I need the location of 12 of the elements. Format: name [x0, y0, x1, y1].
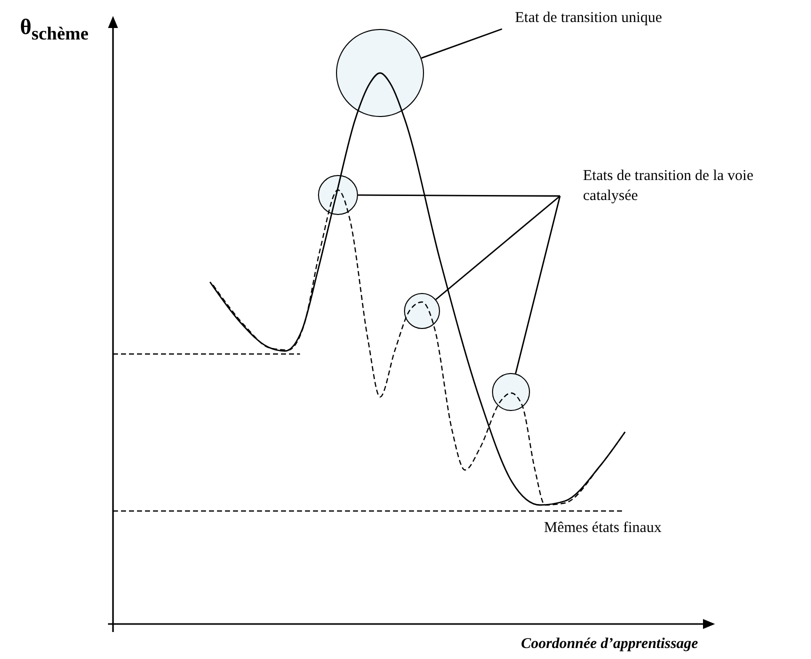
transition-state-circle: [492, 373, 530, 411]
callout-text: Etat de transition unique: [515, 9, 664, 28]
transition-state-circle: [404, 293, 440, 329]
leader-line: [421, 28, 502, 59]
transition-state-circle: [318, 175, 358, 215]
callout-text: Etats de transition de la voie catalysée: [583, 167, 754, 206]
annotation-text: Mêmes états finaux: [544, 520, 662, 537]
axis-label: θ$_{schème}$: [20, 14, 88, 44]
leader-line: [435, 195, 560, 300]
leader-line: [514, 196, 561, 374]
leader-line: [358, 194, 560, 197]
axis-label: Coordonnée d’apprentissage: [521, 636, 698, 653]
